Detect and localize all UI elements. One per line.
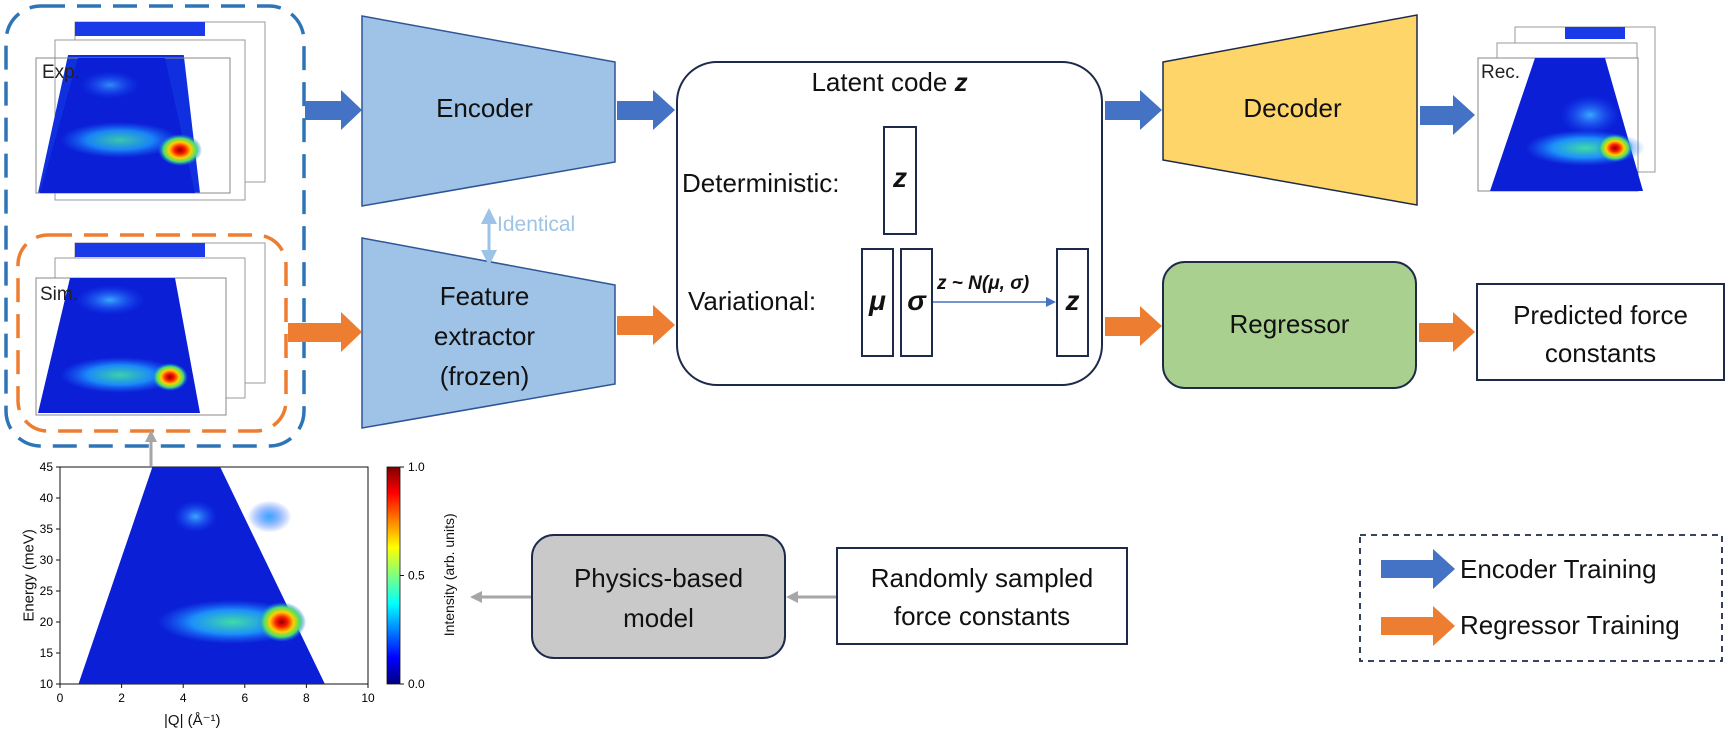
sampling-text: z ~ N(μ, σ) (937, 273, 1030, 294)
gray-arrow-physics-to-heatmap (470, 591, 531, 603)
gray-arrow-random-to-physics (786, 591, 836, 603)
y-tick-label: 30 (40, 553, 54, 567)
legend-blue-arrow (1381, 549, 1455, 589)
mu-box (861, 248, 894, 357)
encoder-block (361, 15, 616, 207)
orange-arrow-sim-to-feature (288, 312, 362, 352)
physics-model-label: Physics-based model (532, 558, 785, 638)
y-tick-label: 10 (40, 677, 54, 691)
y-tick-label: 40 (40, 491, 54, 505)
predicted-force-constants-box (1476, 283, 1725, 381)
x-tick-label: 10 (361, 691, 375, 705)
orange-arrow-regressor-to-predicted (1419, 312, 1475, 352)
x-tick-label: 2 (118, 691, 125, 705)
heatmap-blob-2 (247, 500, 292, 533)
legend-box (1359, 534, 1723, 662)
decoder-block (1162, 14, 1418, 206)
x-tick-label: 8 (303, 691, 310, 705)
sampled-z-text: z (1065, 285, 1080, 316)
blue-arrow-decoder-to-rec (1420, 95, 1475, 135)
blue-arrow-latent-to-decoder (1105, 90, 1162, 130)
blue-arrow-encoder-to-latent (617, 90, 675, 130)
deterministic-z-box (883, 126, 917, 235)
heatmap-blob-1 (173, 500, 218, 533)
random-line-1: Randomly sampled (870, 563, 1094, 593)
rec-image-stack (1477, 26, 1656, 192)
legend-regressor-training: Regressor Training (1460, 610, 1680, 640)
predicted-line-1: Predicted force (1513, 300, 1688, 330)
latent-code-title-text: Latent code (811, 67, 955, 97)
y-tick-label: 45 (40, 460, 54, 474)
mu-text: μ (869, 285, 886, 316)
y-ticks: 10 15 20 25 30 35 40 45 (40, 460, 60, 691)
regressor-data-dashed-box (16, 233, 288, 433)
feature-extractor-line-2: extractor (433, 321, 536, 351)
exp-image (40, 58, 202, 193)
rec-label: Rec. (1481, 62, 1521, 83)
colorbar-label: Intensity (arb. units) (441, 513, 458, 637)
feature-extractor-line-3: (frozen) (439, 361, 530, 391)
deterministic-z-text: z (893, 162, 907, 193)
sim-image-stack (35, 242, 266, 416)
sampling-arrow (933, 297, 1056, 307)
y-tick-label: 20 (40, 615, 54, 629)
feature-extractor-label: Feature extractor (frozen) (362, 276, 607, 396)
identical-arrow (481, 208, 497, 266)
random-force-constants-box (836, 547, 1128, 645)
latent-code-title-var: z (954, 67, 968, 97)
legend-orange-arrow (1381, 606, 1455, 646)
regressor-block (1162, 261, 1417, 389)
physics-line-2: model (623, 603, 694, 633)
physics-model-block (531, 534, 786, 659)
heatmap-peak (257, 602, 306, 642)
predicted-line-2: constants (1544, 338, 1657, 368)
heatmap-plot: 0 2 4 6 8 10 10 15 20 25 30 35 40 45 0.0 0.5 1.0 (40, 460, 425, 705)
variational-label: Variational: (688, 286, 817, 316)
exp-label: Exp. (42, 62, 81, 83)
predicted-force-constants-label: Predicted force constants (1477, 296, 1724, 372)
sigma-box (900, 248, 933, 357)
sim-label: Sim. (40, 284, 78, 305)
sampled-z-box (1056, 248, 1089, 357)
heatmap-ylabel: Energy (meV) (20, 529, 38, 622)
heatmap-layer (78, 467, 325, 684)
encoder-label: Encoder (436, 93, 533, 123)
sigma-text: σ (907, 285, 926, 316)
colorbar (386, 466, 401, 685)
orange-arrow-latent-to-regressor (1105, 306, 1162, 346)
random-force-constants-label: Randomly sampled force constants (837, 559, 1127, 635)
latent-code-title: Latent code z (677, 67, 1102, 97)
x-tick-label: 6 (241, 691, 248, 705)
gray-arrow-heatmap-to-sim (145, 430, 157, 466)
x-tick-label: 0 (57, 691, 64, 705)
feature-extractor-block (361, 237, 616, 429)
legend-encoder-training: Encoder Training (1460, 554, 1657, 584)
colorbar-ticks: 0.0 0.5 1.0 (400, 460, 425, 691)
y-tick-label: 15 (40, 646, 54, 660)
identical-label: Identical (497, 213, 576, 236)
y-tick-label: 25 (40, 584, 54, 598)
deterministic-label: Deterministic: (682, 168, 840, 198)
heatmap-xlabel: |Q| (Å⁻¹) (164, 712, 221, 729)
x-ticks: 0 2 4 6 8 10 (57, 684, 375, 705)
rec-image (1490, 58, 1645, 191)
random-line-2: force constants (893, 601, 1071, 631)
y-tick-label: 35 (40, 522, 54, 536)
regressor-label: Regressor (1229, 309, 1350, 339)
physics-line-1: Physics-based (573, 563, 744, 593)
colorbar-tick-label: 0.5 (408, 569, 425, 583)
colorbar-tick-label: 1.0 (408, 460, 425, 474)
orange-arrow-feature-to-latent (617, 305, 675, 345)
blue-arrow-exp-to-encoder (305, 90, 362, 130)
feature-extractor-line-1: Feature (439, 281, 530, 311)
colorbar-tick-label: 0.0 (408, 677, 425, 691)
sim-image (35, 277, 227, 416)
encoder-data-dashed-box (4, 4, 306, 448)
exp-image-stack (35, 21, 266, 201)
x-tick-label: 4 (180, 691, 187, 705)
decoder-label: Decoder (1243, 93, 1342, 123)
